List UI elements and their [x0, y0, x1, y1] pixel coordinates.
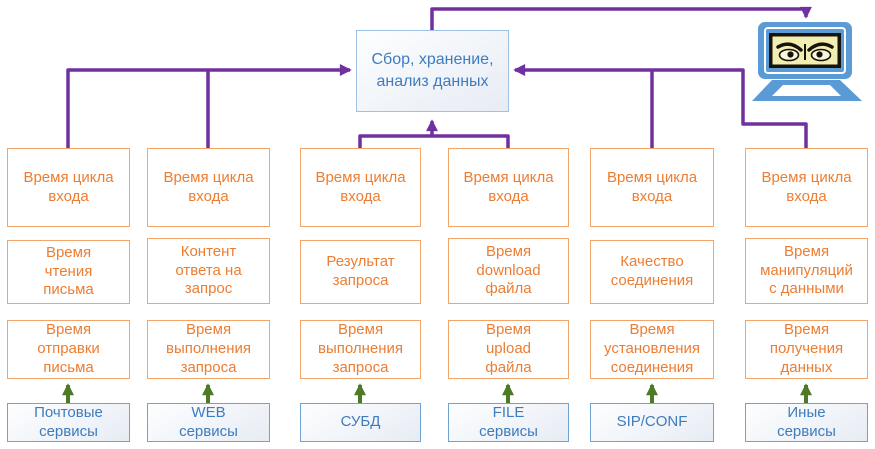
box-label: Время цикла входа [606, 168, 698, 205]
box-web-request-exec-time: Время выполнения запроса [147, 320, 270, 379]
box-other-data-manipulation-time: Время манипуляций с данными [745, 238, 868, 304]
box-label: Время отправки письма [37, 321, 100, 376]
box-label: Время чтения письма [43, 243, 94, 299]
laptop-icon [752, 22, 862, 101]
box-label: Время цикла входа [163, 168, 254, 205]
box-mail-send-time: Время отправки письма [7, 320, 130, 379]
service-file-box: FILE сервисы [448, 403, 569, 442]
box-other-data-receive-time: Время получения данных [745, 320, 868, 379]
service-sip-box: SIP/CONF [590, 403, 714, 442]
box-label: Время цикла входа [463, 168, 554, 205]
box-sip-connection-setup-time: Время установления соединения [590, 320, 714, 379]
box-mail-cycle-time: Время цикла входа [7, 148, 130, 227]
box-label: Время download файла [476, 242, 541, 298]
service-label: FILE сервисы [479, 403, 538, 440]
box-label: Контент ответа на запрос [175, 242, 242, 298]
connector-hub-to-laptop [430, 6, 812, 30]
box-label: Время цикла входа [761, 168, 852, 205]
service-other-box: Иные сервисы [745, 403, 868, 442]
box-label: Время выполнения запроса [317, 321, 404, 376]
service-label: WEB сервисы [179, 403, 238, 440]
box-label: Время выполнения запроса [165, 321, 252, 376]
box-label: Время установления соединения [604, 321, 701, 376]
hub-data-collection-box: Сбор, хранение, анализ данных [356, 30, 509, 112]
service-web-box: WEB сервисы [147, 403, 270, 442]
box-file-download-time: Время download файла [448, 238, 569, 304]
service-label: SIP/CONF [616, 413, 688, 431]
box-file-cycle-time: Время цикла входа [448, 148, 569, 227]
box-other-cycle-time: Время цикла входа [745, 148, 868, 227]
service-mail-box: Почтовые сервисы [7, 403, 130, 442]
box-web-cycle-time: Время цикла входа [147, 148, 270, 227]
box-web-response-content: Контент ответа на запрос [147, 238, 270, 304]
box-label: Качество соединения [610, 253, 694, 289]
connector-right-trunk-to-hub [513, 64, 808, 150]
box-sip-connection-quality: Качество соединения [590, 240, 714, 304]
service-db-box: СУБД [300, 403, 421, 442]
service-label: Почтовые сервисы [34, 403, 103, 440]
hub-label: Сбор, хранение, анализ данных [371, 51, 494, 90]
connector-left-trunk-to-hub [66, 64, 352, 150]
box-label: Результат запроса [326, 253, 395, 289]
box-db-query-exec-time: Время выполнения запроса [300, 320, 421, 379]
service-label: Иные сервисы [777, 403, 836, 440]
box-sip-cycle-time: Время цикла входа [590, 148, 714, 227]
service-label: СУБД [340, 413, 381, 431]
box-label: Время цикла входа [23, 168, 114, 205]
box-label: Время цикла входа [315, 168, 406, 205]
box-mail-read-time: Время чтения письма [7, 240, 130, 304]
box-db-cycle-time: Время цикла входа [300, 148, 421, 227]
box-label: Время upload файла [485, 321, 532, 376]
box-file-upload-time: Время upload файла [448, 320, 569, 379]
box-db-query-result: Результат запроса [300, 240, 421, 304]
box-label: Время манипуляций с данными [760, 242, 853, 298]
watching-eyes-image [769, 33, 841, 68]
box-label: Время получения данных [769, 321, 844, 376]
